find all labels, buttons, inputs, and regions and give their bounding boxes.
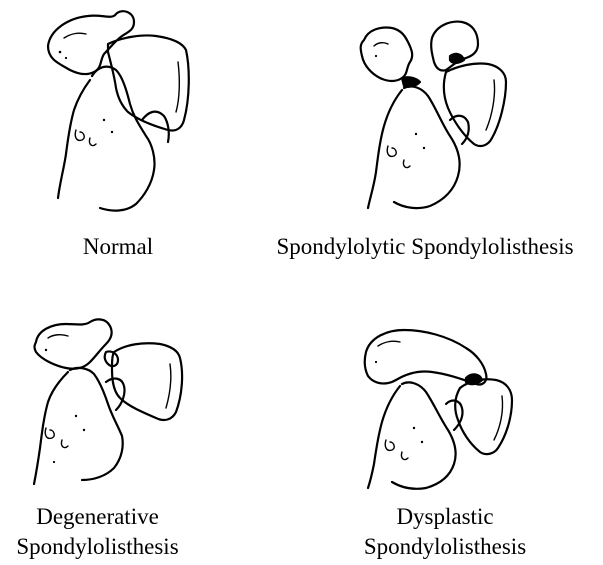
- normal-vertebra-drawing: [30, 8, 220, 213]
- caption-normal: Normal: [48, 232, 188, 262]
- caption-spondylolytic: Spondylolytic Spondylolisthesis: [255, 232, 595, 262]
- caption-degenerative: Degenerative Spondylolisthesis: [0, 502, 195, 562]
- caption-dysplastic-line-2: Spondylolisthesis: [345, 532, 545, 562]
- caption-degenerative-line-1: Degenerative: [0, 502, 195, 532]
- degenerative-vertebra-drawing: [14, 312, 204, 492]
- caption-normal-line-1: Normal: [48, 232, 188, 262]
- caption-dysplastic-line-1: Dysplastic: [345, 502, 545, 532]
- panel-degenerative: [14, 312, 204, 492]
- caption-dysplastic: Dysplastic Spondylolisthesis: [345, 502, 545, 562]
- spondylolytic-vertebra-drawing: [350, 16, 530, 216]
- dysplastic-vertebra-drawing: [352, 322, 532, 492]
- panel-normal: [30, 8, 220, 213]
- caption-degenerative-line-2: Spondylolisthesis: [0, 532, 195, 562]
- panel-dysplastic: [352, 322, 532, 492]
- caption-spondylolytic-line-1: Spondylolytic Spondylolisthesis: [255, 232, 595, 262]
- panel-spondylolytic: [350, 16, 530, 216]
